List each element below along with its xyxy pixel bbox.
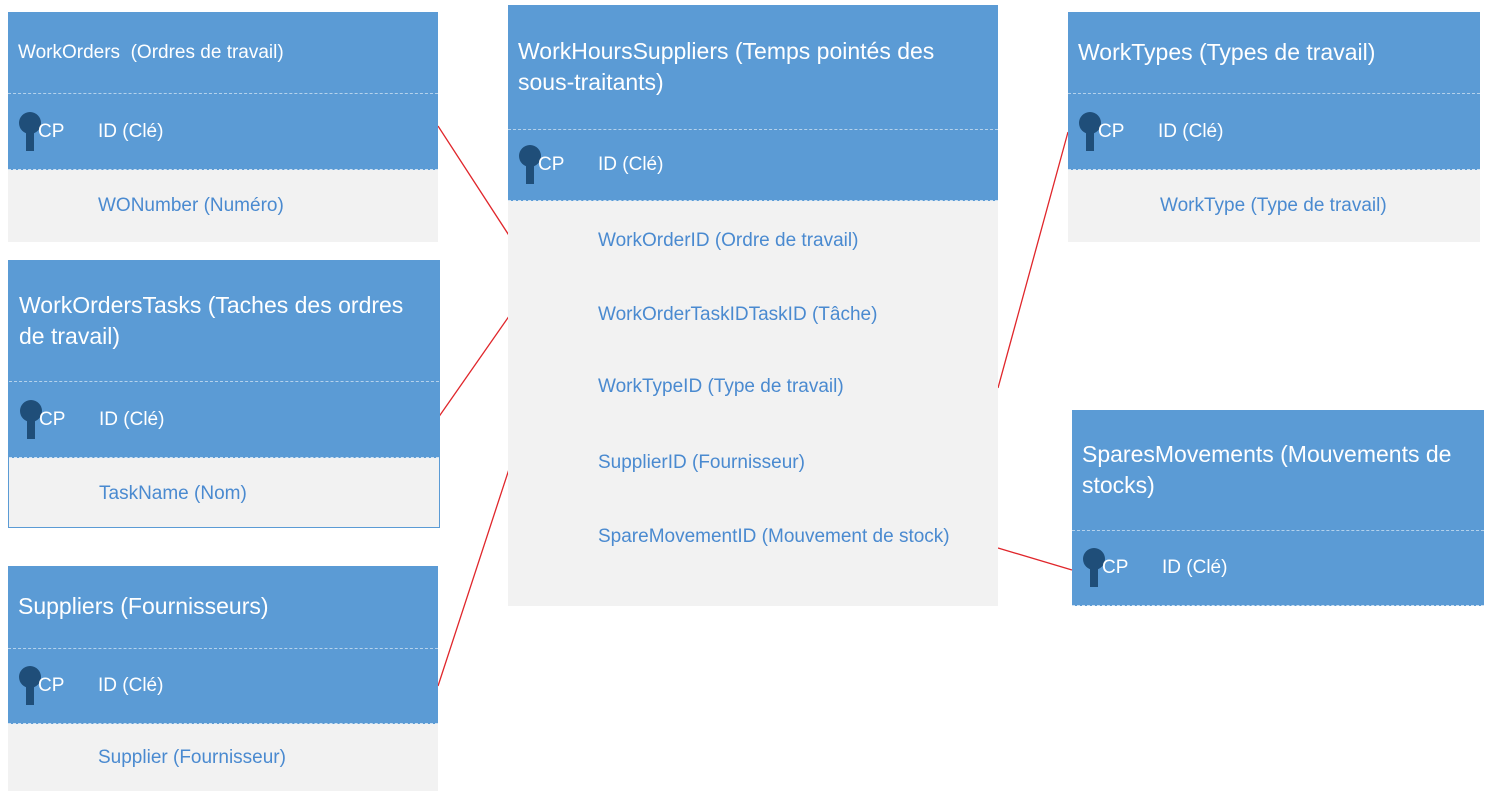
table-worktypes: WorkTypes (Types de travail) CP ID (Clé)… [1068, 12, 1480, 242]
table-workhourssuppliers: WorkHoursSuppliers (Temps pointés des so… [508, 5, 998, 606]
fields-area: WONumber (Numéro) [8, 170, 438, 242]
table-title: WorkOrders (Ordres de travail) [18, 41, 284, 63]
pk-label: ID (Clé) [98, 675, 164, 696]
table-title: Suppliers (Fournisseurs) [18, 593, 269, 620]
field: SupplierID (Fournisseur) [598, 452, 805, 473]
table-header: Suppliers (Fournisseurs) [8, 566, 438, 648]
table-title: WorkOrdersTasks (Taches des ordres de tr… [19, 291, 404, 349]
key-icon [20, 399, 42, 439]
table-header: WorkOrdersTasks (Taches des ordres de tr… [9, 261, 439, 381]
table-title: WorkTypes (Types de travail) [1078, 38, 1376, 65]
table-header: WorkHoursSuppliers (Temps pointés des so… [508, 5, 998, 129]
field: TaskName (Nom) [99, 483, 247, 504]
primary-key-row: CP ID (Clé) [8, 648, 438, 724]
pk-label: ID (Clé) [99, 408, 165, 430]
fields-area: Supplier (Fournisseur) [8, 724, 438, 791]
fields-area: WorkType (Type de travail) [1068, 170, 1480, 242]
pk-label: ID (Clé) [98, 120, 164, 142]
key-icon [1083, 548, 1105, 587]
table-title: SparesMovements (Mouvements de stocks) [1082, 440, 1452, 498]
primary-key-row: CP ID (Clé) [9, 381, 439, 458]
key-icon [1079, 111, 1101, 151]
relation-sparesmovements [997, 547, 1073, 571]
pk-tag: CP [39, 408, 66, 430]
pk-tag: CP [1102, 557, 1129, 578]
table-suppliers: Suppliers (Fournisseurs) CP ID (Clé) Sup… [8, 566, 438, 791]
table-title: WorkHoursSuppliers (Temps pointés des so… [518, 37, 935, 95]
pk-tag: CP [38, 120, 65, 142]
relation-suppliers [437, 459, 513, 687]
field: WorkOrderTaskIDTaskID (Tâche) [598, 304, 878, 325]
primary-key-row: CP ID (Clé) [1072, 530, 1484, 606]
relation-workorderstasks [437, 311, 513, 419]
field: SpareMovementID (Mouvement de stock) [598, 526, 950, 547]
table-header: WorkOrders (Ordres de travail) [8, 12, 438, 93]
table-workorders: WorkOrders (Ordres de travail) CP ID (Cl… [8, 12, 438, 242]
field: WorkOrderID (Ordre de travail) [598, 230, 859, 251]
primary-key-row: CP ID (Clé) [8, 93, 438, 170]
fields-area: WorkOrderID (Ordre de travail) WorkOrder… [508, 201, 998, 606]
fields-area: TaskName (Nom) [9, 458, 439, 527]
field: WorkTypeID (Type de travail) [598, 376, 844, 397]
field: WONumber (Numéro) [98, 195, 284, 216]
primary-key-row: CP ID (Clé) [1068, 93, 1480, 170]
pk-tag: CP [538, 154, 565, 175]
pk-tag: CP [1098, 120, 1125, 142]
pk-label: ID (Clé) [1162, 557, 1228, 578]
primary-key-row: CP ID (Clé) [508, 129, 998, 201]
pk-tag: CP [38, 675, 65, 696]
key-icon [19, 666, 41, 705]
relation-worktypes [997, 131, 1069, 389]
table-header: SparesMovements (Mouvements de stocks) [1072, 410, 1484, 530]
table-header: WorkTypes (Types de travail) [1068, 12, 1480, 93]
field: WorkType (Type de travail) [1160, 195, 1387, 216]
table-sparesmovements: SparesMovements (Mouvements de stocks) C… [1072, 410, 1484, 606]
key-icon [519, 145, 541, 184]
key-icon [19, 111, 41, 151]
relation-workorders [437, 125, 513, 241]
pk-label: ID (Clé) [598, 154, 664, 175]
table-workorderstasks: WorkOrdersTasks (Taches des ordres de tr… [8, 260, 440, 528]
field: Supplier (Fournisseur) [98, 747, 286, 768]
pk-label: ID (Clé) [1158, 120, 1224, 142]
